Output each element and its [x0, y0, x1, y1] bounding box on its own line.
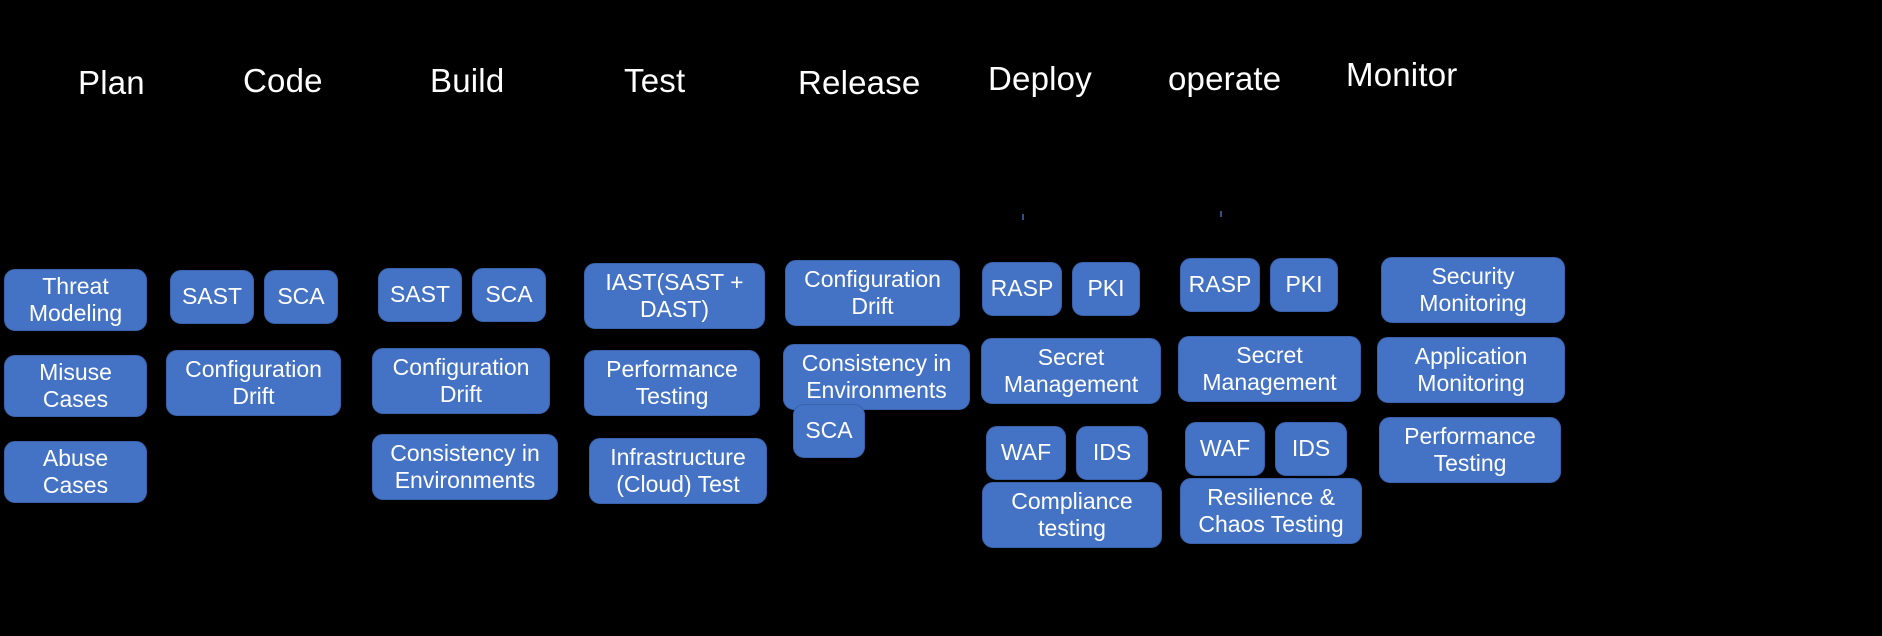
activity-box[interactable]: Resilience &Chaos Testing [1180, 478, 1362, 544]
activity-box[interactable]: WAF [1185, 422, 1265, 476]
stage-header-code: Code [243, 62, 323, 99]
connector-tick-icon [1022, 214, 1024, 220]
activity-box[interactable]: PKI [1270, 258, 1338, 312]
activity-box[interactable]: Infrastructure(Cloud) Test [589, 438, 767, 504]
activity-box-label: Resilience &Chaos Testing [1198, 483, 1344, 537]
activity-box-label: WAF [1199, 435, 1251, 462]
activity-box-label: SCA [485, 281, 533, 308]
activity-box[interactable]: WAF [986, 426, 1066, 480]
activity-box[interactable]: SCA [793, 404, 865, 458]
activity-box-label: SCA [277, 283, 325, 310]
activity-box-label: SAST [181, 283, 243, 310]
activity-box[interactable]: IDS [1275, 422, 1347, 476]
stage-header-monitor: Monitor [1346, 56, 1458, 93]
activity-box-label: IAST(SAST +DAST) [605, 268, 744, 322]
activity-box[interactable]: RASP [982, 262, 1062, 316]
activity-box-label: RASP [1188, 271, 1252, 298]
activity-box-label: SAST [389, 281, 451, 308]
activity-box-label: RASP [990, 275, 1054, 302]
stage-header-plan: Plan [78, 64, 145, 101]
stage-header-deploy: Deploy [988, 60, 1092, 97]
activity-box-label: IDS [1092, 439, 1132, 466]
activity-box-label: IDS [1291, 435, 1331, 462]
stage-header-release: Release [798, 64, 921, 101]
stage-header-operate: operate [1168, 60, 1282, 97]
activity-box-label: WAF [1000, 439, 1052, 466]
activity-box-label: SCA [805, 417, 853, 444]
activity-box-label: PKI [1087, 275, 1125, 302]
activity-box[interactable]: PKI [1072, 262, 1140, 316]
activity-box[interactable]: IDS [1076, 426, 1148, 480]
stage-header-build: Build [430, 62, 505, 99]
activity-box[interactable]: SCA [472, 268, 546, 322]
activity-box[interactable]: RASP [1180, 258, 1260, 312]
connector-tick-icon [1220, 211, 1222, 217]
activity-box[interactable]: SCA [264, 270, 338, 324]
stage-header-test: Test [624, 62, 686, 99]
activity-box[interactable]: SAST [378, 268, 462, 322]
activity-box[interactable]: SAST [170, 270, 254, 324]
activity-box[interactable]: IAST(SAST +DAST) [584, 263, 765, 329]
activity-box-label: Infrastructure(Cloud) Test [610, 443, 746, 497]
activity-box-label: PKI [1285, 271, 1323, 298]
